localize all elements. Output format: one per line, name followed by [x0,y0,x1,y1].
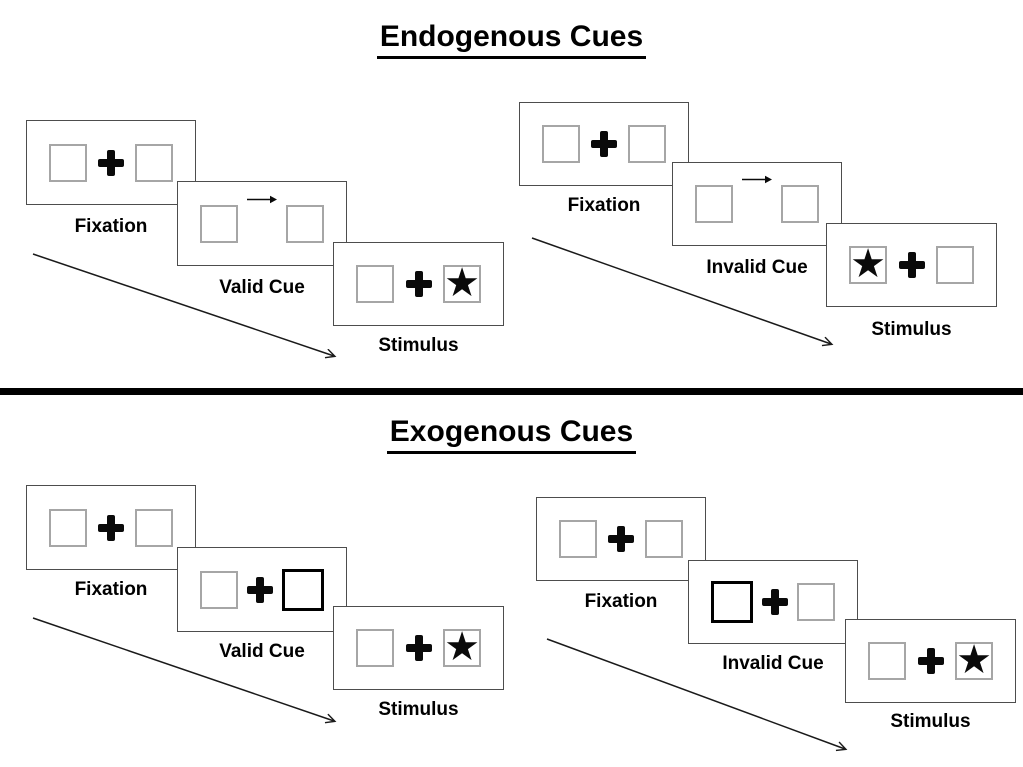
right-box [797,583,835,621]
exogenous-section-title: Exogenous Cues [0,415,1023,454]
fixation-cross-icon [247,576,273,603]
left-box [868,642,906,680]
left-box [49,508,87,547]
fixation-label: Fixation [584,591,658,612]
target-star-icon: ★ [850,240,886,287]
panel-fixation [536,497,706,581]
fixation-cross-icon [917,648,944,674]
panel-stimulus: ★ [845,619,1016,703]
panel-cue [177,181,347,266]
left-box [49,143,87,182]
sequence-time-arrow [32,617,344,728]
right-box [781,185,819,223]
right-box [135,508,173,547]
fixation-cross-icon [608,526,634,552]
fixation-cross-icon [98,149,124,176]
fixation-cross-icon [405,635,432,661]
fixation-label: Fixation [74,579,148,600]
target-star-icon: ★ [444,623,480,670]
fixation-cross-icon [98,514,124,541]
left-box [200,204,238,243]
left-box [559,520,597,558]
panel-fixation [26,485,196,570]
left-box-highlight-cue [711,581,753,623]
stimulus-label: Stimulus [890,711,971,732]
right-box-with-target: ★ [443,259,481,306]
sequence-time-arrow [531,237,842,352]
left-box [695,185,733,223]
fixation-label: Fixation [567,195,641,216]
target-star-icon: ★ [956,636,992,683]
cue-label: Invalid Cue [722,653,824,674]
left-box [200,570,238,609]
panel-cue [177,547,347,632]
panel-cue [672,162,842,246]
left-box [542,125,580,163]
cue-label: Valid Cue [219,277,305,298]
target-star-icon: ★ [444,259,480,306]
panel-cue [688,560,858,644]
right-box [628,125,666,163]
right-box-highlight-cue [282,568,324,611]
panel-fixation [519,102,689,186]
left-box [356,265,394,303]
panel-fixation [26,120,196,205]
right-box-with-target: ★ [443,623,481,670]
fixation-cross-icon [762,589,788,615]
endogenous-section-title: Endogenous Cues [0,20,1023,59]
sequence-time-arrow [546,638,857,757]
panel-stimulus: ★ [333,606,504,690]
sequence-time-arrow [32,253,344,364]
cue-arrow-right-icon [247,195,277,203]
right-box [645,520,683,558]
cue-label: Invalid Cue [706,257,808,278]
fixation-cross-icon [898,252,925,278]
right-box [286,204,324,243]
stimulus-label: Stimulus [378,335,459,356]
panel-stimulus: ★ [333,242,504,326]
stimulus-label: Stimulus [871,319,952,340]
left-box-with-target: ★ [849,240,887,287]
fixation-label: Fixation [74,216,148,237]
left-box [356,629,394,667]
cue-arrow-right-icon [742,175,772,184]
panel-stimulus: ★ [826,223,997,307]
stimulus-label: Stimulus [378,699,459,720]
right-box [135,143,173,182]
cue-label: Valid Cue [219,641,305,662]
fixation-cross-icon [405,271,432,297]
right-box-with-target: ★ [955,636,993,683]
right-box [936,246,974,284]
section-divider [0,388,1023,395]
fixation-cross-icon [591,131,617,157]
